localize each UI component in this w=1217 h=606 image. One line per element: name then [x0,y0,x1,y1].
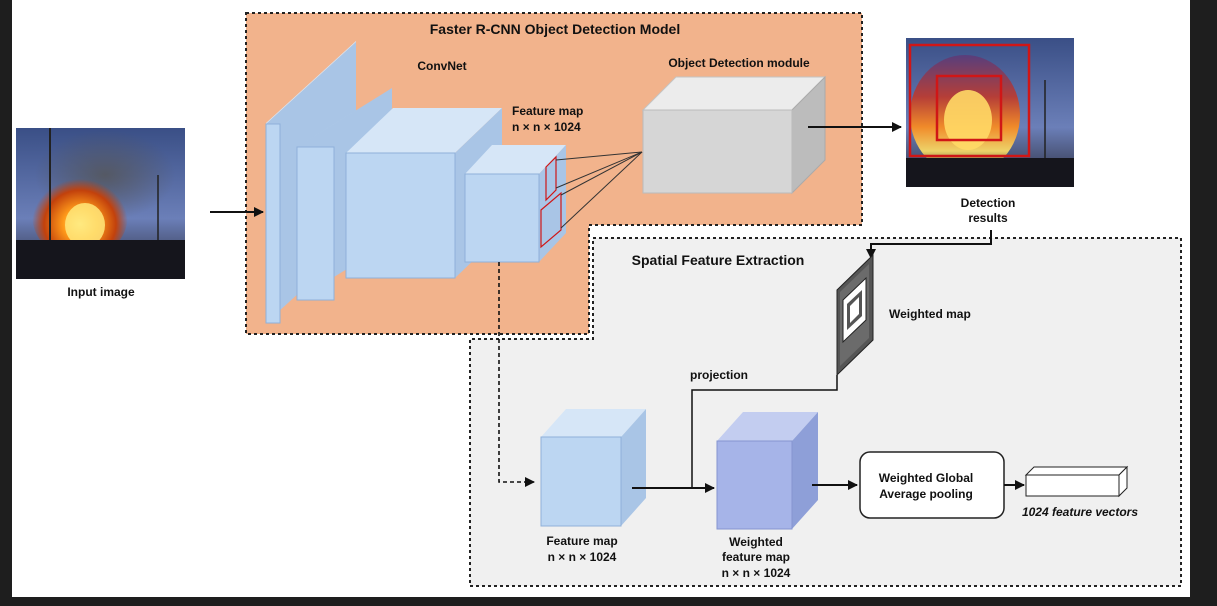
object-detection-label: Object Detection module [668,56,810,70]
bottom-feature-map-block [540,409,646,527]
weighted-feature-map-dims: n × n × 1024 [722,566,791,580]
feature-map-dims: n × n × 1024 [512,120,581,134]
roi-projection-lines [555,151,643,229]
weighted-feature-map-label-1: Weighted [729,535,783,549]
bottom-feature-map-label: Feature map [546,534,617,548]
feature-map-label: Feature map [512,104,583,118]
projection-label: projection [690,368,748,382]
pooling-label-2: Average pooling [879,487,973,501]
feature-map-block [464,145,566,263]
pooling-label-1: Weighted Global [879,471,973,485]
detection-results-image [906,38,1074,187]
convnet-label: ConvNet [417,59,466,73]
detection-results-label-2: results [968,211,1008,225]
weighted-map-label: Weighted map [889,307,971,321]
bottom-feature-map-dims: n × n × 1024 [548,550,617,564]
input-image [16,128,185,279]
spatial-feature-title: Spatial Feature Extraction [632,252,805,268]
feature-vector-bar [1024,465,1129,498]
feature-map-dashed-connector [498,262,535,487]
object-detection-module [641,75,827,195]
pooling-box [859,451,1005,519]
weighted-feature-map-label-2: feature map [722,550,790,564]
detection-results-label-1: Detection [961,196,1016,210]
projection-line [691,375,838,488]
faster-rcnn-title: Faster R-CNN Object Detection Model [430,21,680,37]
weighted-feature-map-block [716,412,818,530]
feature-vectors-label: 1024 feature vectors [1022,505,1138,519]
input-image-label: Input image [67,285,135,299]
weighted-map [836,253,874,377]
results-to-weighted-map-connector [866,230,992,259]
